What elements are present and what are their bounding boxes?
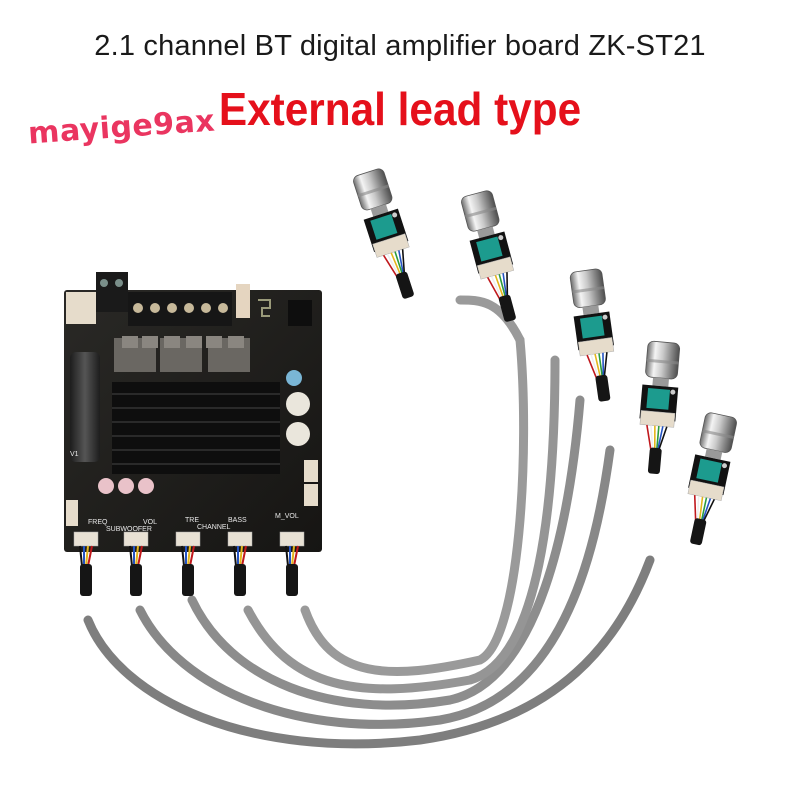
label-subwoofer: SUBWOOFER: [106, 526, 152, 533]
rotary-potentiometers: [349, 165, 741, 549]
amplifier-board: V1 FREQ SUBWOOFER VOL TRE CHANNEL BASS M…: [64, 272, 322, 552]
connector-tre: [175, 531, 201, 597]
connector-freq: [73, 531, 99, 597]
label-channel: CHANNEL: [197, 524, 231, 531]
cables: [83, 295, 655, 749]
connector-m-vol: [279, 531, 305, 597]
pot-knob-1: [349, 165, 426, 305]
label-tre: TRE: [185, 517, 199, 524]
pot-knob-4: [633, 339, 683, 477]
connector-subwoofer-vol: [123, 531, 149, 597]
connector-bass: [227, 531, 253, 597]
label-bass: BASS: [228, 517, 247, 524]
headline: External lead type: [218, 83, 582, 135]
label-freq: FREQ: [88, 519, 108, 526]
board-marking: V1: [70, 451, 79, 458]
pot-knob-3: [566, 267, 623, 405]
label-m-vol: M_VOL: [275, 513, 299, 520]
label-vol: VOL: [143, 519, 157, 526]
pot-knob-5: [676, 410, 741, 549]
product-subtitle: 2.1 channel BT digital amplifier board Z…: [94, 30, 706, 62]
